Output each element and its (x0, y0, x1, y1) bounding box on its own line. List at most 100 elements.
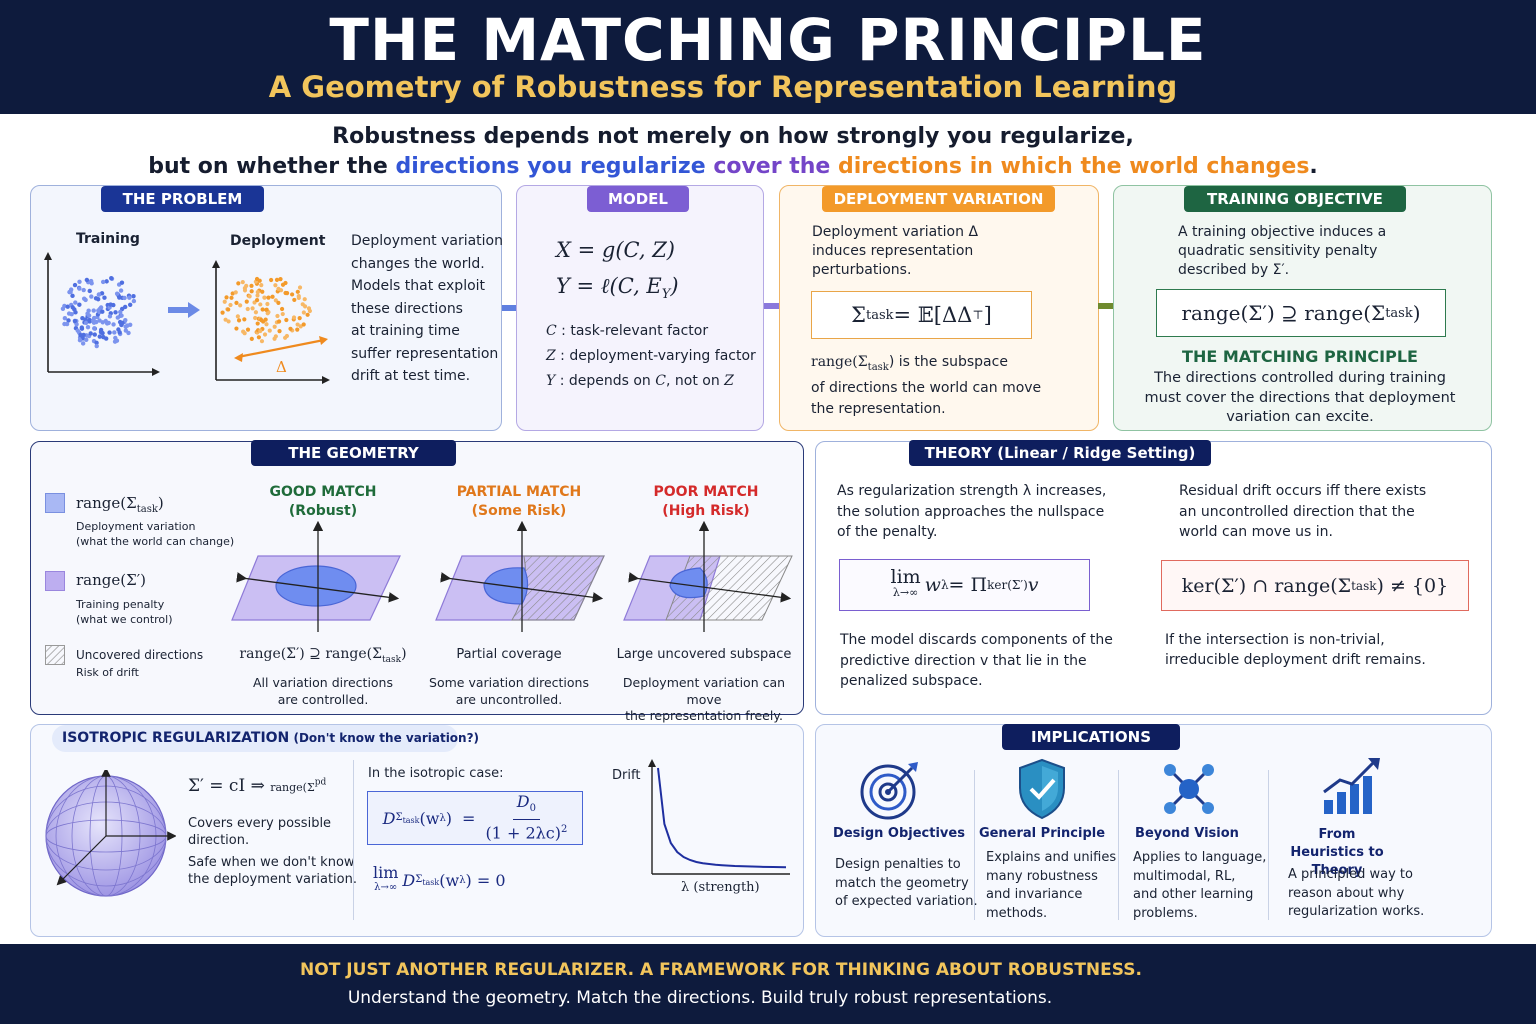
training-point (87, 288, 92, 294)
partial-match-diagram (435, 520, 605, 632)
deployment-point (265, 301, 270, 307)
deployment-point (260, 307, 265, 312)
training-point (89, 281, 94, 286)
tagline-line2: but on whether the directions you regula… (148, 154, 1318, 179)
training-point (77, 302, 82, 307)
training-point (131, 298, 137, 304)
delta-arrowhead-left (234, 353, 243, 362)
implication-title-1: Design Objectives (833, 826, 965, 841)
geometry-diagrams (231, 520, 793, 632)
deployment-point (302, 297, 307, 302)
training-point (119, 280, 125, 285)
training-point (131, 294, 136, 299)
implication-title-3: Beyond Vision (1135, 826, 1239, 841)
deployment-point (249, 283, 254, 288)
deployment-point (259, 339, 265, 344)
training-point (81, 332, 86, 338)
training-point (86, 308, 91, 313)
isotropic-title-pill (52, 725, 458, 752)
training-point (127, 302, 133, 307)
deployment-point (262, 295, 267, 300)
matching-principle-text: The directions controlled during trainin… (1144, 370, 1456, 425)
theory-right-text: Residual drift occurs iff there exists a… (1179, 483, 1427, 540)
good-match-title: GOOD MATCH(Robust) (269, 484, 377, 519)
deployment-point (277, 328, 282, 334)
header-banner (0, 0, 1536, 114)
deployment-point (258, 302, 263, 307)
deployment-point (269, 277, 274, 283)
training-point (100, 279, 106, 285)
training-point (60, 306, 66, 311)
training-point (113, 335, 118, 341)
training-to-deployment-arrowhead (188, 302, 200, 318)
deployment-y-arrow (212, 260, 220, 268)
deployment-point (257, 278, 262, 283)
implication-text-2: Explains and unifies many robustness and… (986, 850, 1117, 921)
deployment-label: Deployment (230, 233, 326, 249)
deployment-point (290, 292, 295, 297)
training-point (84, 277, 90, 283)
deployment-point (224, 295, 229, 300)
deployment-point (254, 298, 260, 303)
deployment-point (267, 328, 272, 333)
implication-divider-1 (974, 770, 975, 920)
drift-chart (648, 759, 790, 875)
implication-title-4: From Heuristics to Theory (1290, 827, 1384, 878)
training-point (118, 288, 124, 293)
implication-title-2: General Principle (978, 826, 1106, 841)
training-point (80, 341, 86, 346)
deployment-point (288, 326, 293, 331)
training-point (77, 279, 82, 285)
training-point (96, 292, 102, 297)
deployment-point (296, 295, 301, 301)
training-point (117, 295, 122, 300)
deployment-point (250, 306, 255, 311)
deployment-point (278, 277, 283, 282)
good-match-caption: range(Σ′) ⊇ range(Σtask) (239, 646, 407, 665)
model-definitions: C : task-relevant factor Z : deployment-… (546, 319, 756, 394)
training-point (122, 295, 127, 301)
deployment-point (284, 317, 289, 323)
problem-tab: THE PROBLEM (101, 186, 264, 212)
training-point (112, 330, 117, 335)
footer-subtitle: Understand the geometry. Match the direc… (347, 988, 1053, 1008)
training-point (88, 331, 93, 336)
training-label: Training (76, 231, 140, 247)
deployment-point (279, 306, 285, 312)
training-point (98, 305, 104, 310)
def-c: C : task-relevant factor (546, 323, 709, 339)
training-point (97, 334, 102, 339)
deployment-point (292, 297, 297, 303)
training-point (94, 340, 99, 346)
training-point (83, 320, 89, 326)
deployment-text2: range(Σtask) is the subspace of directio… (811, 354, 1042, 417)
good-match-diagram (231, 520, 401, 632)
training-point (67, 289, 72, 295)
training-x-arrow (152, 368, 160, 376)
problem-description: Deployment variation changes the world. … (351, 233, 503, 384)
deployment-point (245, 306, 250, 312)
training-point (87, 319, 92, 324)
good-task-ellipse (275, 565, 357, 607)
training-point (89, 294, 94, 299)
deployment-point (245, 327, 251, 332)
deployment-point (284, 290, 290, 296)
deployment-point (274, 277, 280, 282)
deployment-point (273, 298, 278, 303)
training-y-arrow (44, 252, 52, 260)
model-panel (516, 185, 764, 431)
deployment-point (234, 300, 239, 305)
implication-divider-2 (1118, 770, 1119, 920)
partial-match-title: PARTIAL MATCH(Some Risk) (456, 484, 582, 519)
isotropic-case-label: In the isotropic case: (368, 766, 504, 781)
deployment-point (301, 310, 306, 315)
deployment-text1: Deployment variation Δ induces represent… (812, 224, 979, 278)
deployment-point (226, 307, 231, 312)
training-point (95, 297, 101, 302)
training-point (66, 318, 71, 323)
deployment-point (265, 311, 270, 316)
